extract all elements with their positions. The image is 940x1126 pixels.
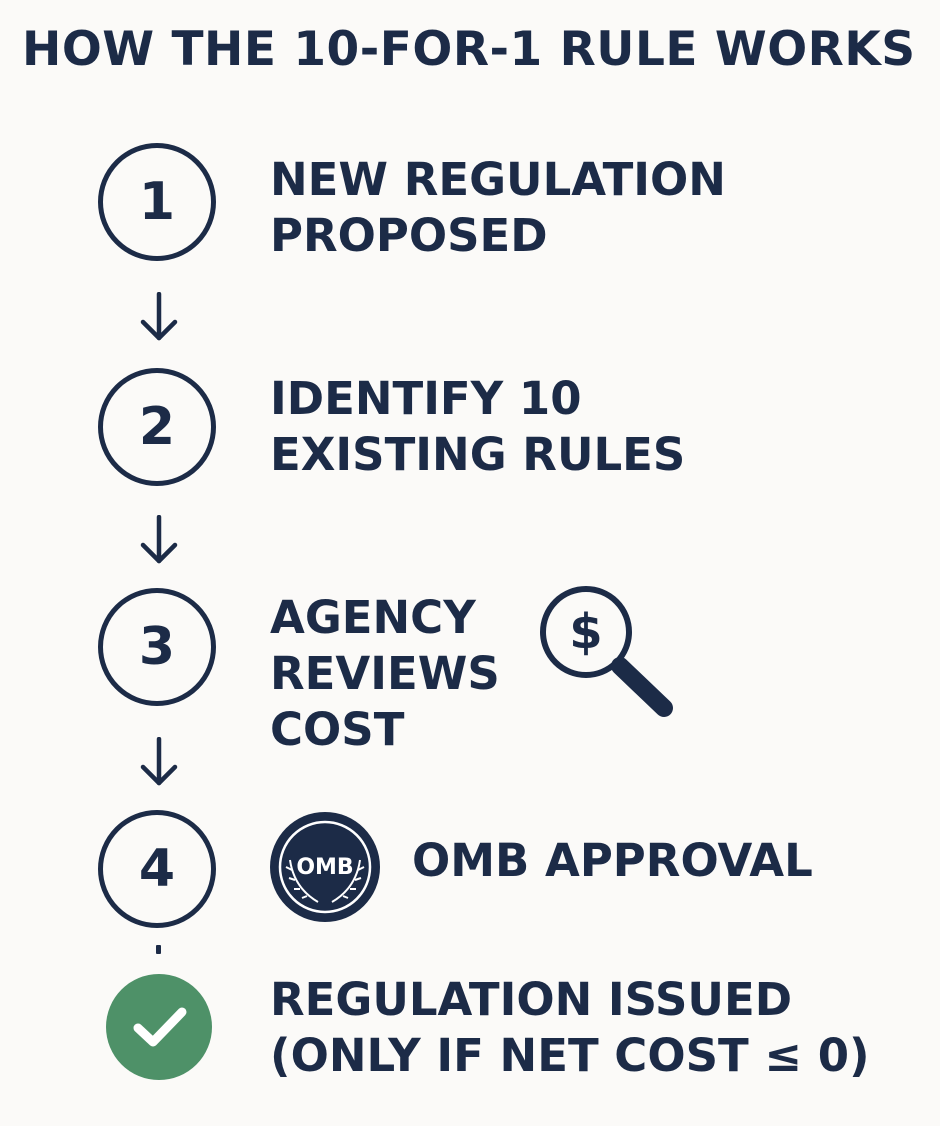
step-3-label-line-3: COST <box>270 703 405 756</box>
final-label-line-1: REGULATION ISSUED <box>270 973 793 1026</box>
step-3-circle: 3 <box>98 588 216 706</box>
step-2-label-line-2: EXISTING RULES <box>270 428 686 481</box>
step-3-label: AGENCY REVIEWS COST <box>270 590 500 758</box>
final-label-line-2: (ONLY IF NET COST ≤ 0) <box>270 1029 870 1082</box>
connector-dot <box>156 945 161 954</box>
step-4-label-line-1: OMB APPROVAL <box>412 834 813 887</box>
step-3-label-line-1: AGENCY <box>270 591 476 644</box>
step-2-label-line-1: IDENTIFY 10 <box>270 372 582 425</box>
step-1-label: NEW REGULATION PROPOSED <box>270 152 726 264</box>
arrow-down-icon <box>140 515 178 564</box>
step-1-number: 1 <box>138 172 176 232</box>
step-4-number: 4 <box>138 839 176 899</box>
step-2-number: 2 <box>138 397 176 457</box>
step-4-circle: 4 <box>98 810 216 928</box>
step-4-label: OMB APPROVAL <box>412 833 813 889</box>
step-1-circle: 1 <box>98 143 216 261</box>
magnifier-dollar-icon: $ <box>540 586 673 717</box>
step-2-label: IDENTIFY 10 EXISTING RULES <box>270 371 685 483</box>
omb-seal-icon: OMB <box>270 812 380 922</box>
arrow-down-icon <box>140 292 178 341</box>
step-2-circle: 2 <box>98 368 216 486</box>
dollar-sign-icon: $ <box>569 604 602 660</box>
final-label: REGULATION ISSUED (ONLY IF NET COST ≤ 0) <box>270 972 870 1084</box>
step-3-label-line-2: REVIEWS <box>270 647 500 700</box>
check-icon-circle <box>106 974 212 1080</box>
check-icon <box>133 1007 187 1047</box>
step-3-number: 3 <box>138 617 176 677</box>
step-1-label-line-2: PROPOSED <box>270 209 548 262</box>
diagram-title: HOW THE 10-FOR-1 RULE WORKS <box>22 22 916 77</box>
arrow-down-icon <box>140 737 178 786</box>
omb-seal-text: OMB <box>296 855 353 880</box>
step-1-label-line-1: NEW REGULATION <box>270 153 726 206</box>
